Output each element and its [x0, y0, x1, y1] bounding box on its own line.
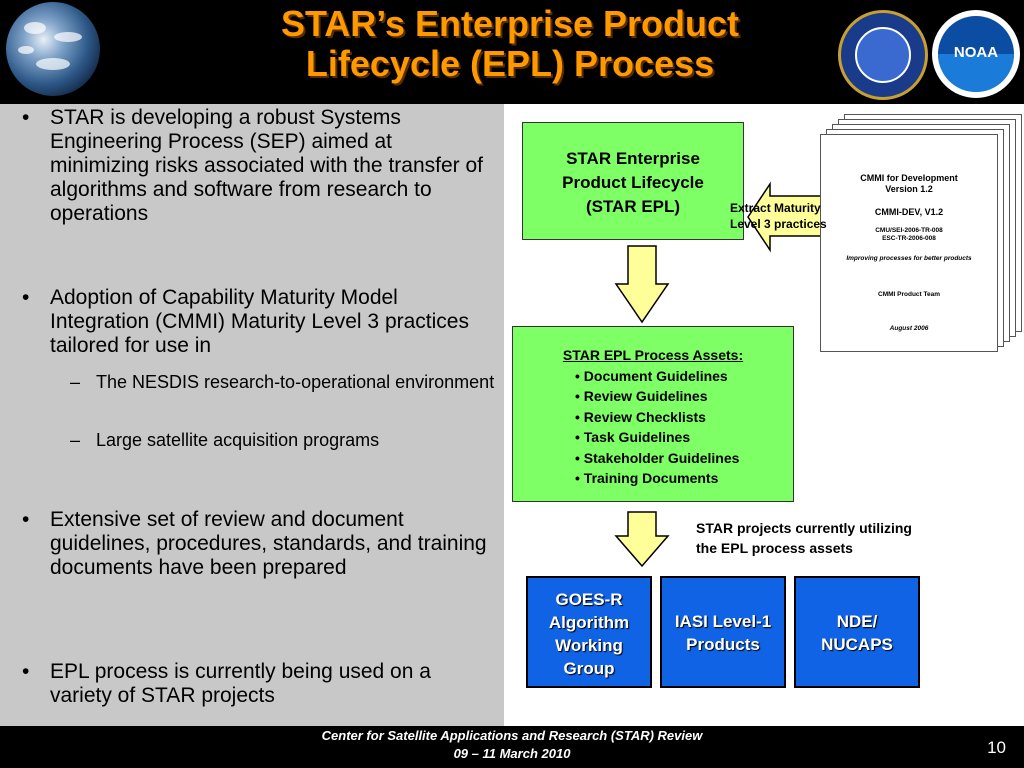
bullet-text: Extensive set of review and document gui…	[50, 508, 487, 579]
projects-note: STAR projects currently utilizing the EP…	[696, 520, 912, 556]
title-line-1: STAR’s Enterprise Product	[280, 3, 740, 44]
noaa-logo: NOAA	[932, 10, 1020, 98]
diagram-panel: CMMI for Development Version 1.2 CMMI-DE…	[504, 104, 1024, 726]
asset-item: • Review Checklists	[575, 408, 706, 425]
assets-heading: STAR EPL Process Assets:	[562, 347, 744, 363]
down-arrow-2	[614, 511, 670, 568]
project-goes-r-box: GOES-R Algorithm Working Group	[526, 576, 652, 688]
footer: Center for Satellite Applications and Re…	[0, 726, 1024, 768]
bullet-text: Adoption of Capability Maturity Model In…	[50, 286, 469, 357]
asset-item: • Review Guidelines	[575, 388, 708, 404]
asset-item: • Stakeholder Guidelines	[575, 449, 740, 466]
bullet-text: EPL process is currently being used on a…	[50, 660, 431, 707]
earth-globe-image	[6, 2, 100, 96]
asset-item: • Training Documents	[575, 470, 719, 486]
project-iasi-box: IASI Level-1 Products	[660, 576, 786, 688]
bullet-text: STAR is developing a robust Systems Engi…	[50, 106, 483, 225]
asset-item: • Document Guidelines	[575, 367, 728, 384]
bullet-panel: • STAR is developing a robust Systems En…	[0, 104, 504, 726]
slide-title: STAR’s Enterprise Product Lifecycle (EPL…	[140, 4, 880, 84]
title-line-2: Lifecycle (EPL) Process	[305, 43, 715, 84]
asset-item: • Task Guidelines	[575, 429, 691, 445]
noaa-logo-text: NOAA	[953, 44, 999, 61]
epl-assets-box: STAR EPL Process Assets: • Document Guid…	[512, 326, 794, 502]
down-arrow-1	[614, 245, 670, 324]
star-epl-box: STAR Enterprise Product Lifecycle (STAR …	[522, 122, 744, 240]
extract-arrow-label: Extract Maturity Level 3 practices	[730, 201, 827, 231]
project-nde-nucaps-box: NDE/ NUCAPS	[794, 576, 920, 688]
header: STAR’s Enterprise Product Lifecycle (EPL…	[0, 0, 1024, 104]
sub-bullet-text: Large satellite acquisition programs	[96, 430, 380, 450]
cmmi-document: CMMI for Development Version 1.2 CMMI-DE…	[820, 134, 998, 352]
page-number: 10	[987, 738, 1006, 757]
noaa-nesdis-star-logo	[838, 10, 928, 100]
footer-text: Center for Satellite Applications and Re…	[321, 728, 703, 761]
sub-bullet-text: The NESDIS research-to-operational envir…	[96, 372, 495, 392]
